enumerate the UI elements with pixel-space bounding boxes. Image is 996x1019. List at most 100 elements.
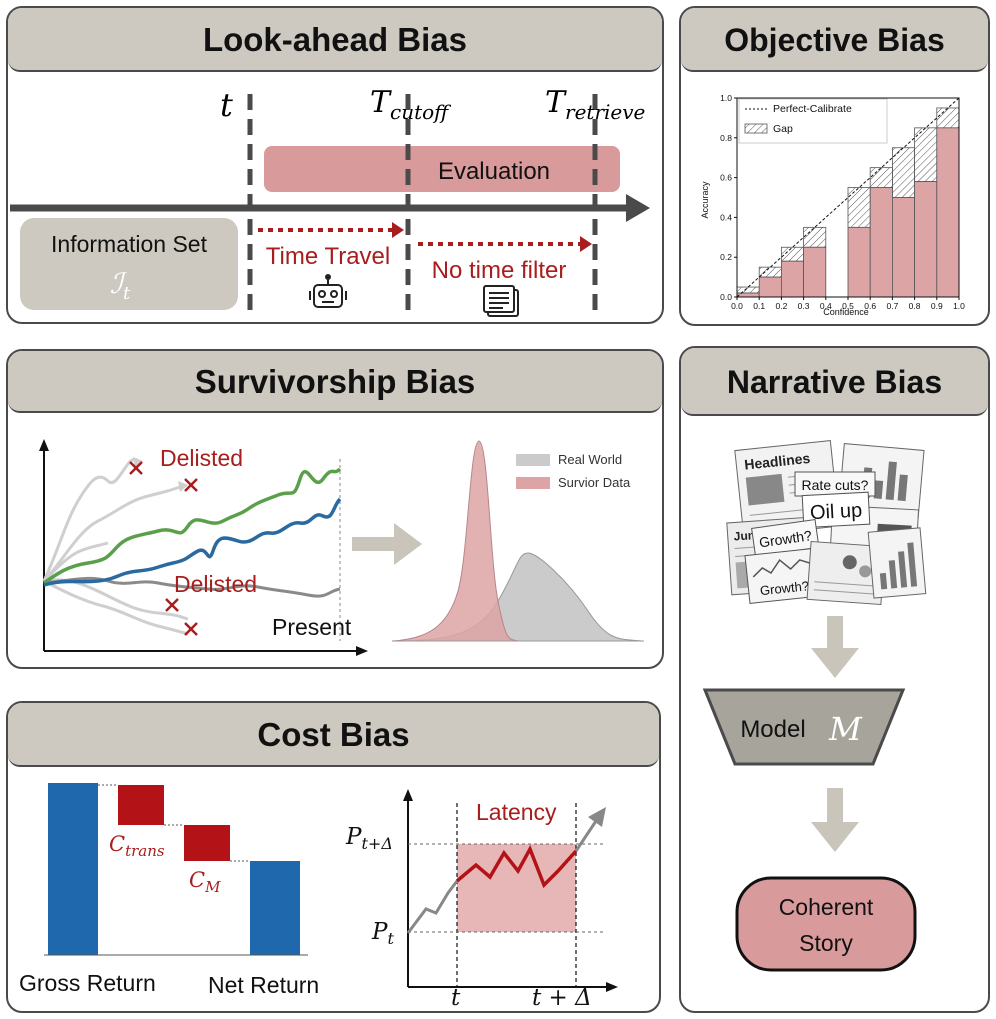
x-tick-label: 0.8 <box>909 301 921 311</box>
accuracy-bar <box>914 181 938 298</box>
x-tick-label: 0.6 <box>864 301 876 311</box>
x-td-label: t + Δ <box>532 985 592 1011</box>
calibration-ylabel: Accuracy <box>700 181 710 219</box>
blue-path <box>43 497 342 587</box>
x-tick-label: 0.4 <box>820 301 832 311</box>
model-symbol: M <box>828 710 863 748</box>
survivorship-title: Survivorship Bias <box>8 351 662 413</box>
x-t-label: t <box>451 985 461 1011</box>
x-tick-label: 0.7 <box>886 301 898 311</box>
time-travel-label: Time Travel <box>266 243 390 270</box>
waterfall-chart <box>44 783 308 956</box>
accuracy-bar <box>781 260 805 298</box>
x-tick-label: 0.0 <box>731 301 743 311</box>
net-return-label: Net Return <box>208 972 319 998</box>
gap-bar <box>736 286 760 294</box>
model-box <box>702 688 906 766</box>
narrative-title: Narrative Bias <box>681 348 988 416</box>
calibration-bars <box>736 107 960 298</box>
objective-title: Objective Bias <box>681 8 988 72</box>
green-path <box>42 467 342 585</box>
transition-arrow <box>352 523 422 565</box>
lookahead-diagram: Evaluation t Tcutoff Tretrieve Informati… <box>10 85 650 318</box>
news-growth2: Growth?” <box>759 578 814 599</box>
legend-survivor-swatch <box>516 477 550 489</box>
delisted-bottom-label: Delisted <box>174 571 257 597</box>
newspaper-collage: Headlines Junb/not’z R <box>726 440 927 606</box>
survivor-distribution <box>391 440 519 642</box>
news-growth1: Growth? <box>758 527 813 550</box>
p-td-label: Pt+Δ <box>345 824 393 853</box>
news-rate: Rate cuts? <box>802 477 869 493</box>
survivorship-diagram: Delisted Delisted Present Real World Sur… <box>39 439 644 656</box>
x-tick-label: 0.3 <box>798 301 810 311</box>
evaluation-label: Evaluation <box>438 158 550 185</box>
legend-gap-swatch <box>744 123 768 134</box>
gap-bar <box>847 187 871 228</box>
arrow-to-model <box>811 616 859 678</box>
news-headlines: Headlines <box>744 450 812 473</box>
c-trans-label: Ctrans <box>109 832 165 860</box>
gross-return-label: Gross Return <box>19 970 156 996</box>
legend-real-swatch <box>516 454 550 466</box>
accuracy-bar <box>936 127 960 298</box>
cost-panel: Cost Bias Ctrans CM Gross Return Net Ret… <box>6 701 661 1013</box>
evaluation-bar <box>264 146 620 192</box>
delisted-top-label: Delisted <box>160 445 243 471</box>
news-oil-box <box>801 491 871 529</box>
present-label: Present <box>272 614 352 640</box>
accuracy-bar <box>803 246 827 298</box>
y-tick-label: 0.6 <box>720 173 732 183</box>
c-trans-bar <box>118 785 164 825</box>
accuracy-bar <box>758 276 782 298</box>
document-icon <box>483 285 519 317</box>
no-time-filter-label: No time filter <box>432 257 567 284</box>
narrative-diagram: Headlines Junb/not’z R <box>702 440 927 972</box>
news-oil: Oil up <box>809 500 862 525</box>
gap-bar <box>781 246 805 262</box>
x-tick-label: 0.2 <box>775 301 787 311</box>
gap-bar <box>803 226 827 248</box>
p-t-label: Pt <box>371 919 394 948</box>
model-label: Model <box>740 716 805 743</box>
c-m-bar <box>184 825 230 861</box>
narrative-panel: Narrative Bias Headlines Junb/not’z <box>679 346 990 1013</box>
information-set-box <box>20 218 238 310</box>
gap-bar <box>758 266 782 278</box>
coherent-story-box <box>735 876 917 972</box>
legend-real-label: Real World <box>558 452 622 467</box>
robot-icon <box>309 274 347 308</box>
accuracy-bar <box>736 292 760 298</box>
news-rate-box <box>794 471 876 497</box>
x-tick-label: 0.5 <box>842 301 854 311</box>
x-tick-label: 0.9 <box>931 301 943 311</box>
gap-bar <box>914 127 938 182</box>
gross-return-bar <box>48 783 98 955</box>
gap-bar <box>869 167 893 188</box>
story-line1: Coherent <box>779 894 874 920</box>
information-set-label: Information Set <box>51 231 208 257</box>
calibration-xlabel: Confidence <box>823 307 869 317</box>
gap-bar <box>936 107 960 129</box>
t-label: t <box>220 86 233 124</box>
cost-title: Cost Bias <box>8 703 659 767</box>
legend-survivor-label: Survior Data <box>558 475 631 490</box>
legend-gap-label: Gap <box>773 123 793 135</box>
survivorship-panel: Survivorship Bias Delisted <box>6 349 664 669</box>
lookahead-title: Look-ahead Bias <box>8 8 662 72</box>
latency-region <box>457 844 576 932</box>
legend-perfect-label: Perfect-Calibrate <box>773 103 852 115</box>
calibration-legend: Perfect-Calibrate Gap <box>738 98 888 144</box>
accuracy-bar <box>891 197 915 298</box>
delisted-markers <box>129 461 198 636</box>
y-tick-label: 0.4 <box>720 212 732 222</box>
latency-label: Latency <box>476 799 557 825</box>
arrow-to-story <box>811 788 859 852</box>
y-tick-label: 0.0 <box>720 292 732 302</box>
latency-chart <box>403 789 618 992</box>
cost-diagram: Ctrans CM Gross Return Net Return Latenc… <box>19 783 618 1011</box>
net-return-bar <box>250 861 300 955</box>
tretrieve-label: Tretrieve <box>545 85 645 124</box>
